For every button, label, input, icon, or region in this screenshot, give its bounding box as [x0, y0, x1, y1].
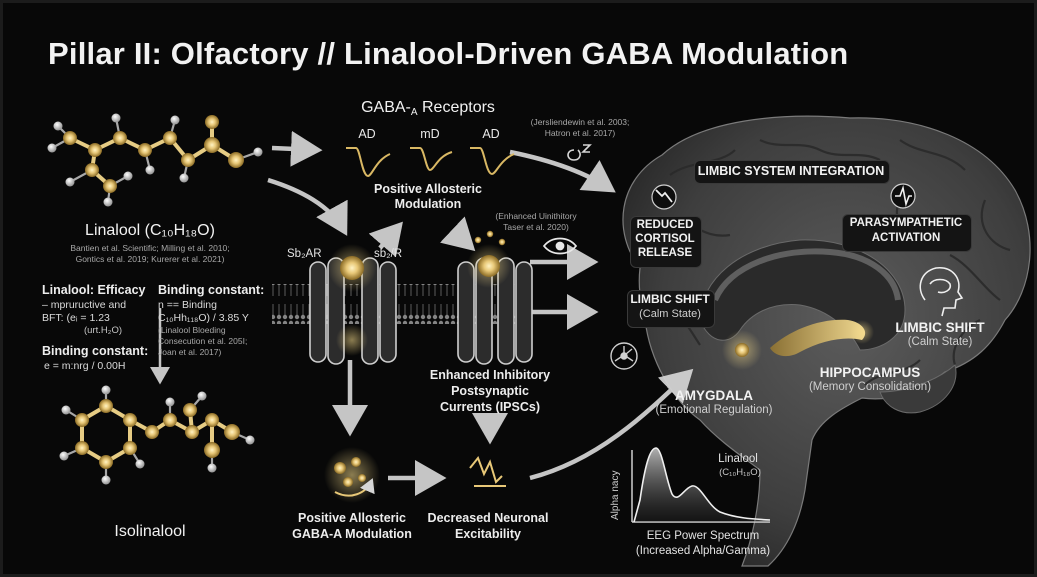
sleep-icon	[567, 144, 592, 161]
binding-constant-left-value: e = m:nrg / 0.00H	[44, 360, 126, 372]
receptor-ref-1-line-1: (Jersliendewin et al. 2003;	[530, 117, 630, 127]
eeg-caption-line-2: (Increased Alpha/Gamma)	[635, 545, 771, 557]
limbic-shift-1-title: LIMBIC SHIFT	[630, 292, 710, 306]
receptor-right-label: sb₂/R	[374, 248, 403, 260]
ipsc-label-line-1: Enhanced Inhibitory	[429, 368, 551, 382]
bottom-pam-line-2: GABA-A Modulation	[292, 527, 412, 541]
reduced-cortisol-line-2: CORTISOL	[635, 233, 695, 245]
efficacy-line-1: – mpruructive and	[42, 299, 127, 311]
binding-constant-left-title: Binding constant:	[42, 344, 149, 358]
bottom-pam-line-1: Positive Allosteric	[298, 511, 406, 525]
linalool-molecule	[47, 113, 263, 207]
ipsc-label-line-3: Currents (IPSCs)	[439, 400, 541, 414]
receptor-right	[457, 230, 533, 365]
reduced-cortisol-line-1: REDUCED	[636, 219, 694, 231]
allosteric-particles-icon	[324, 447, 380, 503]
limbic-shift-2-subtitle: (Calm State)	[907, 336, 973, 348]
hippocampus-shape	[770, 319, 866, 357]
isolinalool-molecule	[59, 385, 255, 485]
gaba-receptors-title: GABA-A Receptors	[361, 99, 495, 118]
amygdala-title: AMYGDALA	[675, 388, 753, 403]
parasympathetic-icon	[890, 183, 916, 209]
ipsc-label-line-2: Postsynaptic	[451, 384, 529, 398]
limbic-integration-label: LIMBIC SYSTEM INTEGRATION	[697, 164, 885, 178]
efficacy-line-3: (urt.H₂O)	[84, 325, 122, 336]
receptor-left-label: Sb₂AR	[287, 248, 322, 260]
down-trend-arrow-icon	[651, 184, 677, 210]
receptor-ref-1-line-2: Hatron et al. 2017)	[544, 128, 616, 138]
limbic-integration-badge	[694, 160, 890, 184]
reduced-cortisol-badge	[630, 216, 702, 268]
trace-label-3: AD	[482, 127, 500, 141]
receptor-left	[309, 244, 397, 365]
excitability-line-1: Decreased Neuronal	[427, 511, 549, 525]
efficacy-title: Linalool: Efficacy	[42, 283, 146, 297]
excitability-line-2: Excitability	[455, 527, 521, 541]
pam-label-line-2: Modulation	[394, 197, 462, 211]
cerebellum	[879, 364, 957, 414]
isolinalool-label: Isolinalool	[114, 523, 186, 540]
hippocampus-title: HIPPOCAMPUS	[819, 365, 921, 380]
eye-icon	[542, 237, 578, 255]
hippocampus-subtitle: (Memory Consolidation)	[808, 381, 932, 393]
receptor-ref-2-line-1: (Enhanced Uinithitory	[495, 211, 577, 221]
binding-constant-right-line-5: Joan et al. 2017)	[158, 347, 222, 357]
head-brain-icon	[919, 267, 964, 317]
binding-constant-right-line-4: Consecution et al. 205I;	[158, 336, 248, 346]
limbic-shift-1-subtitle: (Calm State)	[639, 308, 701, 320]
parasympathetic-badge	[842, 214, 972, 252]
limbic-shift-badge-1	[627, 290, 715, 328]
amygdala-subtitle: (Emotional Regulation)	[655, 404, 773, 416]
binding-constant-right-title: Binding constant:	[158, 283, 265, 297]
reduced-cortisol-line-3: RELEASE	[637, 247, 693, 259]
eeg-series-label: Linalool	[718, 453, 758, 465]
parasympathetic-line-1: PARASYMPATHETIC	[849, 217, 963, 229]
gaba-current-traces	[346, 147, 515, 178]
binding-constant-right-line-1: n == Binding	[158, 299, 217, 311]
pam-label-line-1: Positive Allosteric	[374, 182, 482, 196]
eeg-series-formula: (C₁₀H₁₈O)	[719, 467, 761, 478]
linalool-title: Linalool (C₁₀H₁₈O)	[85, 222, 215, 239]
trace-label-1: AD	[358, 127, 376, 141]
flow-arrows	[150, 130, 694, 496]
linalool-ref-line-2: Gontics et al. 2019; Kurerer et al. 2021…	[75, 254, 225, 264]
neuron-icon	[610, 342, 638, 370]
eeg-power-spectrum-plot	[631, 447, 771, 523]
binding-constant-right-line-2: C₁₀Hh₁₁₈O) / 3.85 Y	[158, 312, 249, 324]
parasympathetic-line-2: ACTIVATION	[871, 232, 941, 244]
binding-constant-right-line-3: (Linalool Bloeding	[158, 325, 226, 335]
signal-decrease-icon	[469, 456, 506, 487]
receptor-ref-2-line-2: Taser et al. 2020)	[503, 222, 569, 232]
linalool-ref-line-1: Bantien et al. Scientific; Milling et al…	[70, 243, 230, 253]
eeg-y-axis-label: Alpha nacy	[610, 470, 621, 520]
efficacy-line-2: BFT: (eᵢ = 1.23	[42, 312, 110, 324]
page-title: Pillar II: Olfactory // Linalool-Driven …	[48, 36, 849, 71]
trace-label-2: mD	[420, 127, 440, 141]
eeg-caption-line-1: EEG Power Spectrum	[646, 530, 760, 542]
amygdala-dot	[735, 343, 749, 357]
corpus-callosum	[712, 248, 901, 302]
limbic-shift-2-title: LIMBIC SHIFT	[895, 320, 985, 335]
